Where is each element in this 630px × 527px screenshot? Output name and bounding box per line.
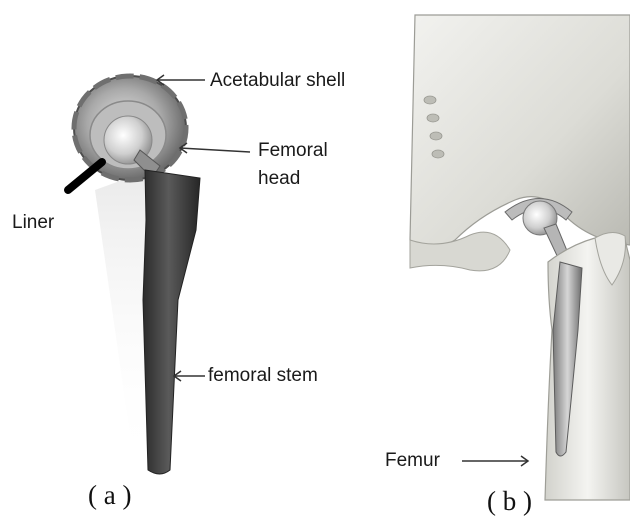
stem-glow <box>95 170 150 470</box>
panel-b-caption: ( b ) <box>487 486 532 517</box>
panel-a-caption: ( a ) <box>88 480 131 511</box>
femur-arrow <box>462 456 528 466</box>
femoral-stem-label: femoral stem <box>208 365 318 387</box>
liner-pointer <box>68 162 102 190</box>
liner-label: Liner <box>12 212 54 234</box>
acetabular-shell-label: Acetabular shell <box>210 70 345 92</box>
femoral-head-label-line2: head <box>258 168 300 190</box>
femoral-stem-shape <box>143 170 200 474</box>
femoral-head-label-line1: Femoral <box>258 140 328 162</box>
femur-label: Femur <box>385 450 440 472</box>
panel-b-illustration <box>410 15 630 500</box>
